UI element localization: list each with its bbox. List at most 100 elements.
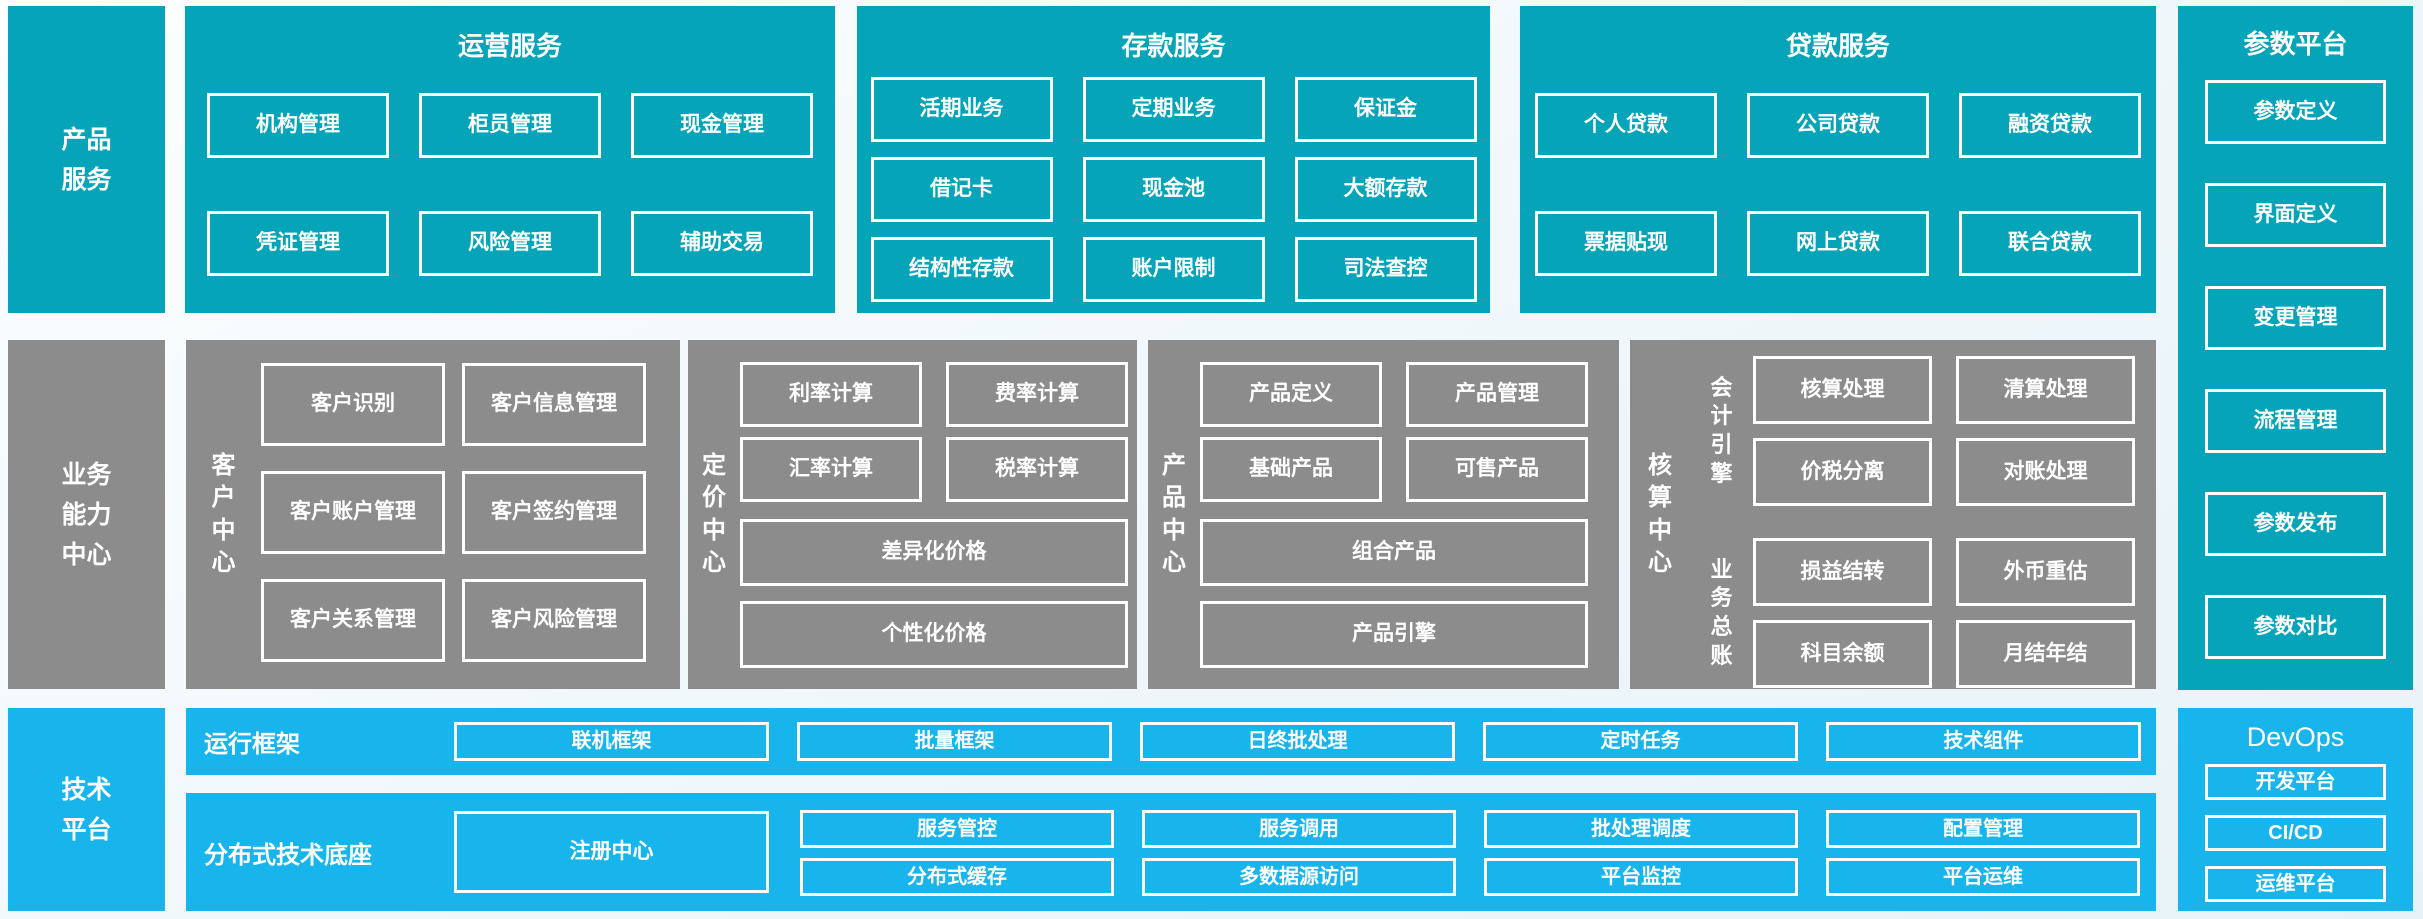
section-deposit-services: 存款服务 活期业务定期业务保证金借记卡现金池大额存款结构性存款账户限制司法查控 (857, 6, 1490, 313)
parameter-platform-box: 参数定义 (2205, 80, 2386, 144)
pricing-center-label: 定 价 中 心 (702, 451, 726, 576)
pricing-center-box: 利率计算 (740, 362, 922, 427)
runtime-framework-label: 运行框架 (204, 731, 300, 758)
deposit-service-box: 活期业务 (870, 77, 1053, 142)
panel-pricing-center: 定 价 中 心 利率计算费率计算汇率计算税率计算 差异化价格 个性化价格 (688, 340, 1137, 689)
runtime-framework-box: 联机框架 (454, 722, 769, 761)
accounting-engine-group: 会 计 引 擎 核算处理清算处理价税分离对账处理 (1690, 356, 2135, 506)
section-loan-services: 贷款服务 个人贷款公司贷款融资贷款票据贴现网上贷款联合贷款 (1520, 6, 2156, 313)
product-center-box-wide: 组合产品 (1200, 519, 1588, 586)
distributed-tech-base-box: 服务管控 (800, 810, 1114, 848)
product-center-box: 可售产品 (1406, 437, 1588, 502)
runtime-framework-box: 批量框架 (797, 722, 1112, 761)
deposit-services-grid: 活期业务定期业务保证金借记卡现金池大额存款结构性存款账户限制司法查控 (857, 77, 1490, 302)
accounting-engine-label: 会 计 引 擎 (1710, 374, 1733, 486)
business-ledger-group: 业 务 总 账 损益结转外币重估科目余额月结年结 (1690, 538, 2135, 688)
loan-service-box: 个人贷款 (1535, 93, 1717, 158)
band-label-business-capability-center: 业务 能力 中心 (8, 340, 165, 689)
accounting-engine-box: 价税分离 (1753, 438, 1932, 506)
customer-center-box: 客户签约管理 (462, 471, 646, 554)
pricing-center-box-wide: 个性化价格 (740, 601, 1128, 668)
distributed-tech-base-box: 配置管理 (1826, 810, 2140, 848)
accounting-center-groups: 会 计 引 擎 核算处理清算处理价税分离对账处理 业 务 总 账 损益结转外币重… (1690, 340, 2156, 689)
distributed-tech-base-box: 平台运维 (1826, 858, 2140, 896)
pricing-center-box: 汇率计算 (740, 437, 922, 502)
pricing-center-content: 利率计算费率计算汇率计算税率计算 差异化价格 个性化价格 (740, 340, 1128, 689)
runtime-framework-box: 技术组件 (1826, 722, 2141, 761)
product-center-box: 基础产品 (1200, 437, 1382, 502)
devops-box: CI/CD (2205, 815, 2386, 851)
parameter-platform-title: 参数平台 (2243, 29, 2348, 59)
deposit-service-box: 保证金 (1294, 77, 1477, 142)
operation-service-box: 风险管理 (419, 211, 601, 276)
loan-services-grid: 个人贷款公司贷款融资贷款票据贴现网上贷款联合贷款 (1520, 93, 2156, 276)
product-center-grid: 产品定义产品管理基础产品可售产品 (1200, 362, 1588, 502)
distributed-tech-base-box: 平台监控 (1484, 858, 1798, 896)
devops-box: 运维平台 (2205, 866, 2386, 902)
parameter-platform-box: 界面定义 (2205, 183, 2386, 247)
operation-services-grid: 机构管理柜员管理现金管理凭证管理风险管理辅助交易 (185, 93, 835, 276)
operation-service-box: 机构管理 (207, 93, 389, 158)
distributed-tech-base-label: 分布式技术底座 (204, 841, 372, 869)
distributed-tech-base-box: 分布式缓存 (800, 858, 1114, 896)
parameter-platform-box: 参数发布 (2205, 492, 2386, 556)
operation-service-box: 柜员管理 (419, 93, 601, 158)
panel-customer-center: 客 户 中 心 客户识别客户信息管理客户账户管理客户签约管理客户关系管理客户风险… (186, 340, 680, 689)
registry-center-box: 注册中心 (454, 811, 769, 893)
customer-center-box: 客户关系管理 (261, 579, 445, 662)
product-center-content: 产品定义产品管理基础产品可售产品 组合产品 产品引擎 (1200, 340, 1588, 689)
customer-center-box: 客户账户管理 (261, 471, 445, 554)
business-ledger-label: 业 务 总 账 (1710, 556, 1733, 668)
business-ledger-box: 科目余额 (1753, 620, 1932, 688)
operation-service-box: 现金管理 (631, 93, 813, 158)
band-label-product-services: 产品 服务 (8, 6, 165, 313)
runtime-framework-boxes: 联机框架批量框架日终批处理定时任务技术组件 (454, 722, 2141, 761)
product-center-label: 产 品 中 心 (1162, 451, 1186, 576)
deposit-service-box: 账户限制 (1082, 237, 1265, 302)
accounting-engine-box: 核算处理 (1753, 356, 1932, 424)
pricing-center-box-wide: 差异化价格 (740, 519, 1128, 586)
deposit-service-box: 现金池 (1082, 157, 1265, 222)
parameter-platform-box: 流程管理 (2205, 389, 2386, 453)
business-ledger-box: 外币重估 (1956, 538, 2135, 606)
product-center-box-wide: 产品引擎 (1200, 601, 1588, 668)
accounting-engine-box: 清算处理 (1956, 356, 2135, 424)
devops-box: 开发平台 (2205, 764, 2386, 800)
section-operation-services: 运营服务 机构管理柜员管理现金管理凭证管理风险管理辅助交易 (185, 6, 835, 313)
band-label-technology-platform: 技术 平台 (8, 708, 165, 911)
section-title-loan-services: 贷款服务 (1785, 31, 1890, 61)
distributed-tech-base-box: 多数据源访问 (1142, 858, 1456, 896)
parameter-platform-box: 变更管理 (2205, 286, 2386, 350)
section-parameter-platform: 参数平台 参数定义界面定义变更管理流程管理参数发布参数对比 (2178, 6, 2413, 690)
devops-title: DevOps (2246, 722, 2345, 752)
panel-accounting-center: 核 算 中 心 会 计 引 擎 核算处理清算处理价税分离对账处理 业 务 总 账… (1630, 340, 2156, 689)
product-center-box: 产品管理 (1406, 362, 1588, 427)
business-ledger-box: 损益结转 (1753, 538, 1932, 606)
loan-service-box: 联合贷款 (1959, 211, 2141, 276)
pricing-center-box: 费率计算 (946, 362, 1128, 427)
customer-center-box: 客户信息管理 (462, 363, 646, 446)
customer-center-label: 客 户 中 心 (211, 451, 236, 576)
section-devops: DevOps 开发平台 CI/CD 运维平台 (2178, 708, 2413, 911)
product-center-box: 产品定义 (1200, 362, 1382, 427)
accounting-center-label: 核 算 中 心 (1648, 451, 1672, 576)
pricing-center-box: 税率计算 (946, 437, 1128, 502)
accounting-engine-box: 对账处理 (1956, 438, 2135, 506)
accounting-engine-grid: 核算处理清算处理价税分离对账处理 (1753, 356, 2135, 506)
pricing-center-grid: 利率计算费率计算汇率计算税率计算 (740, 362, 1128, 502)
business-ledger-grid: 损益结转外币重估科目余额月结年结 (1753, 538, 2135, 688)
loan-service-box: 融资贷款 (1959, 93, 2141, 158)
parameter-platform-box: 参数对比 (2205, 595, 2386, 659)
distributed-tech-base-box: 批处理调度 (1484, 810, 1798, 848)
runtime-framework-box: 日终批处理 (1140, 722, 1455, 761)
deposit-service-box: 借记卡 (870, 157, 1053, 222)
devops-list: 开发平台 CI/CD 运维平台 (2178, 764, 2413, 902)
customer-center-box: 客户风险管理 (462, 579, 646, 662)
customer-center-grid: 客户识别客户信息管理客户账户管理客户签约管理客户关系管理客户风险管理 (261, 363, 646, 689)
loan-service-box: 网上贷款 (1747, 211, 1929, 276)
deposit-service-box: 定期业务 (1082, 77, 1265, 142)
business-ledger-box: 月结年结 (1956, 620, 2135, 688)
deposit-service-box: 大额存款 (1294, 157, 1477, 222)
row-runtime-framework: 运行框架 联机框架批量框架日终批处理定时任务技术组件 (186, 708, 2156, 775)
